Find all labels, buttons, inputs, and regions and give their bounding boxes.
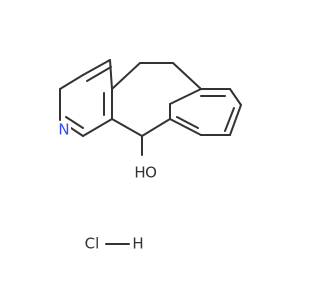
pyridine-ring <box>59 59 113 137</box>
chlorine-label: Cl <box>85 235 100 253</box>
bond <box>111 118 143 137</box>
bond <box>86 66 112 82</box>
hydroxyl-o-label: O <box>145 164 157 182</box>
bond <box>169 88 202 105</box>
structure-drawing: N H O Cl H <box>57 59 242 253</box>
bond <box>176 116 199 129</box>
hydrogen-label: H <box>132 235 143 253</box>
benzene-ring <box>169 88 242 136</box>
bond <box>111 62 141 90</box>
hydroxyl-h-label: H <box>134 164 145 182</box>
bond <box>109 59 113 90</box>
bond <box>169 118 202 136</box>
bond <box>229 104 242 136</box>
bond <box>82 59 111 76</box>
bond <box>82 118 113 137</box>
nitrogen-label: N <box>58 121 69 139</box>
bond <box>224 107 235 132</box>
bond <box>59 74 84 90</box>
nitrogen-label-bg <box>57 121 71 137</box>
bond <box>65 116 84 129</box>
bond <box>141 118 171 137</box>
molecule-canvas: N H O Cl H <box>57 59 242 253</box>
bond <box>229 88 242 106</box>
cycloheptane-bridge <box>111 62 202 156</box>
bond <box>172 62 202 90</box>
